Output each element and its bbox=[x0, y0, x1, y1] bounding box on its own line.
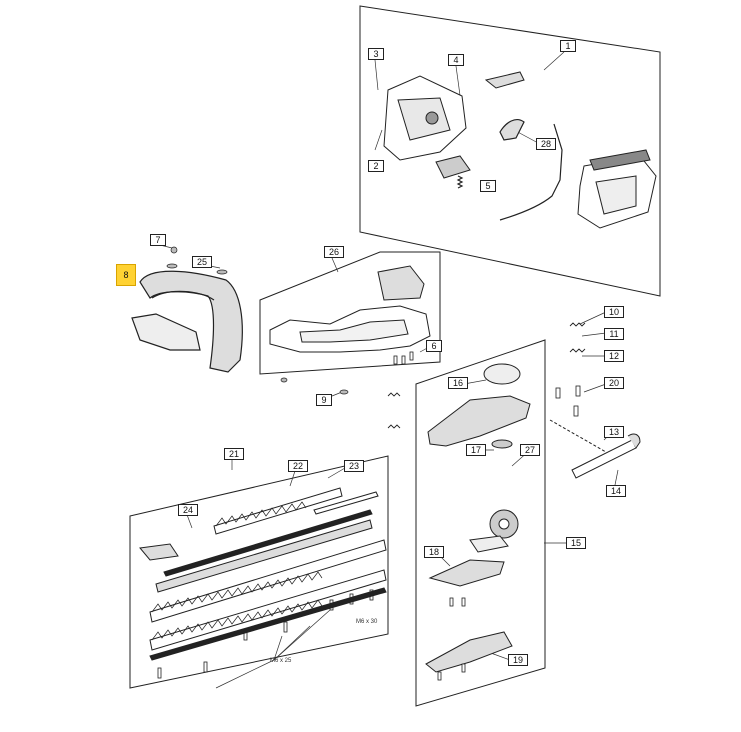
callout-24[interactable]: 24 bbox=[178, 504, 198, 516]
callout-10[interactable]: 10 bbox=[604, 306, 624, 318]
callout-23[interactable]: 23 bbox=[344, 460, 364, 472]
spring-part bbox=[456, 175, 464, 189]
drive-shaft-part-13 bbox=[549, 419, 641, 479]
callout-18[interactable]: 18 bbox=[424, 546, 444, 558]
switch-lever-part bbox=[499, 119, 525, 141]
callout-26[interactable]: 26 bbox=[324, 246, 344, 258]
callout-19[interactable]: 19 bbox=[508, 654, 528, 666]
panel-group-21 bbox=[129, 455, 389, 689]
callout-17[interactable]: 17 bbox=[466, 444, 486, 456]
callout-20[interactable]: 20 bbox=[604, 377, 624, 389]
callout-22[interactable]: 22 bbox=[288, 460, 308, 472]
callout-14[interactable]: 14 bbox=[606, 485, 626, 497]
dimension-m6x25: M6 x 25 bbox=[270, 658, 292, 664]
callout-15[interactable]: 15 bbox=[566, 537, 586, 549]
callout-3[interactable]: 3 bbox=[368, 48, 384, 60]
blade-set-part-21 bbox=[139, 487, 387, 661]
callout-8-highlighted[interactable]: 8 bbox=[116, 264, 136, 286]
panel-group-1 bbox=[359, 5, 661, 297]
dimension-m6x30: M6 x 30 bbox=[356, 619, 378, 625]
callout-25[interactable]: 25 bbox=[192, 256, 212, 268]
rear-handle-part bbox=[577, 149, 657, 229]
callout-9[interactable]: 9 bbox=[316, 394, 332, 406]
throttle-cable-part bbox=[499, 123, 563, 221]
callout-28[interactable]: 28 bbox=[536, 138, 556, 150]
callout-1[interactable]: 1 bbox=[560, 40, 576, 52]
panel-group-15 bbox=[415, 339, 546, 707]
handle-housing-part bbox=[383, 71, 525, 179]
callout-21[interactable]: 21 bbox=[224, 448, 244, 460]
frame-part-26 bbox=[269, 265, 431, 353]
callout-11[interactable]: 11 bbox=[604, 328, 624, 340]
callout-6[interactable]: 6 bbox=[426, 340, 442, 352]
callout-4[interactable]: 4 bbox=[448, 54, 464, 66]
gear-housing-part-15 bbox=[425, 363, 531, 673]
front-handle-part-8 bbox=[131, 270, 243, 373]
callout-7[interactable]: 7 bbox=[150, 234, 166, 246]
callout-2[interactable]: 2 bbox=[368, 160, 384, 172]
callout-27[interactable]: 27 bbox=[520, 444, 540, 456]
callout-12[interactable]: 12 bbox=[604, 350, 624, 362]
callout-16[interactable]: 16 bbox=[448, 377, 468, 389]
callout-5[interactable]: 5 bbox=[480, 180, 496, 192]
panel-group-26 bbox=[259, 251, 441, 375]
callout-13[interactable]: 13 bbox=[604, 426, 624, 438]
